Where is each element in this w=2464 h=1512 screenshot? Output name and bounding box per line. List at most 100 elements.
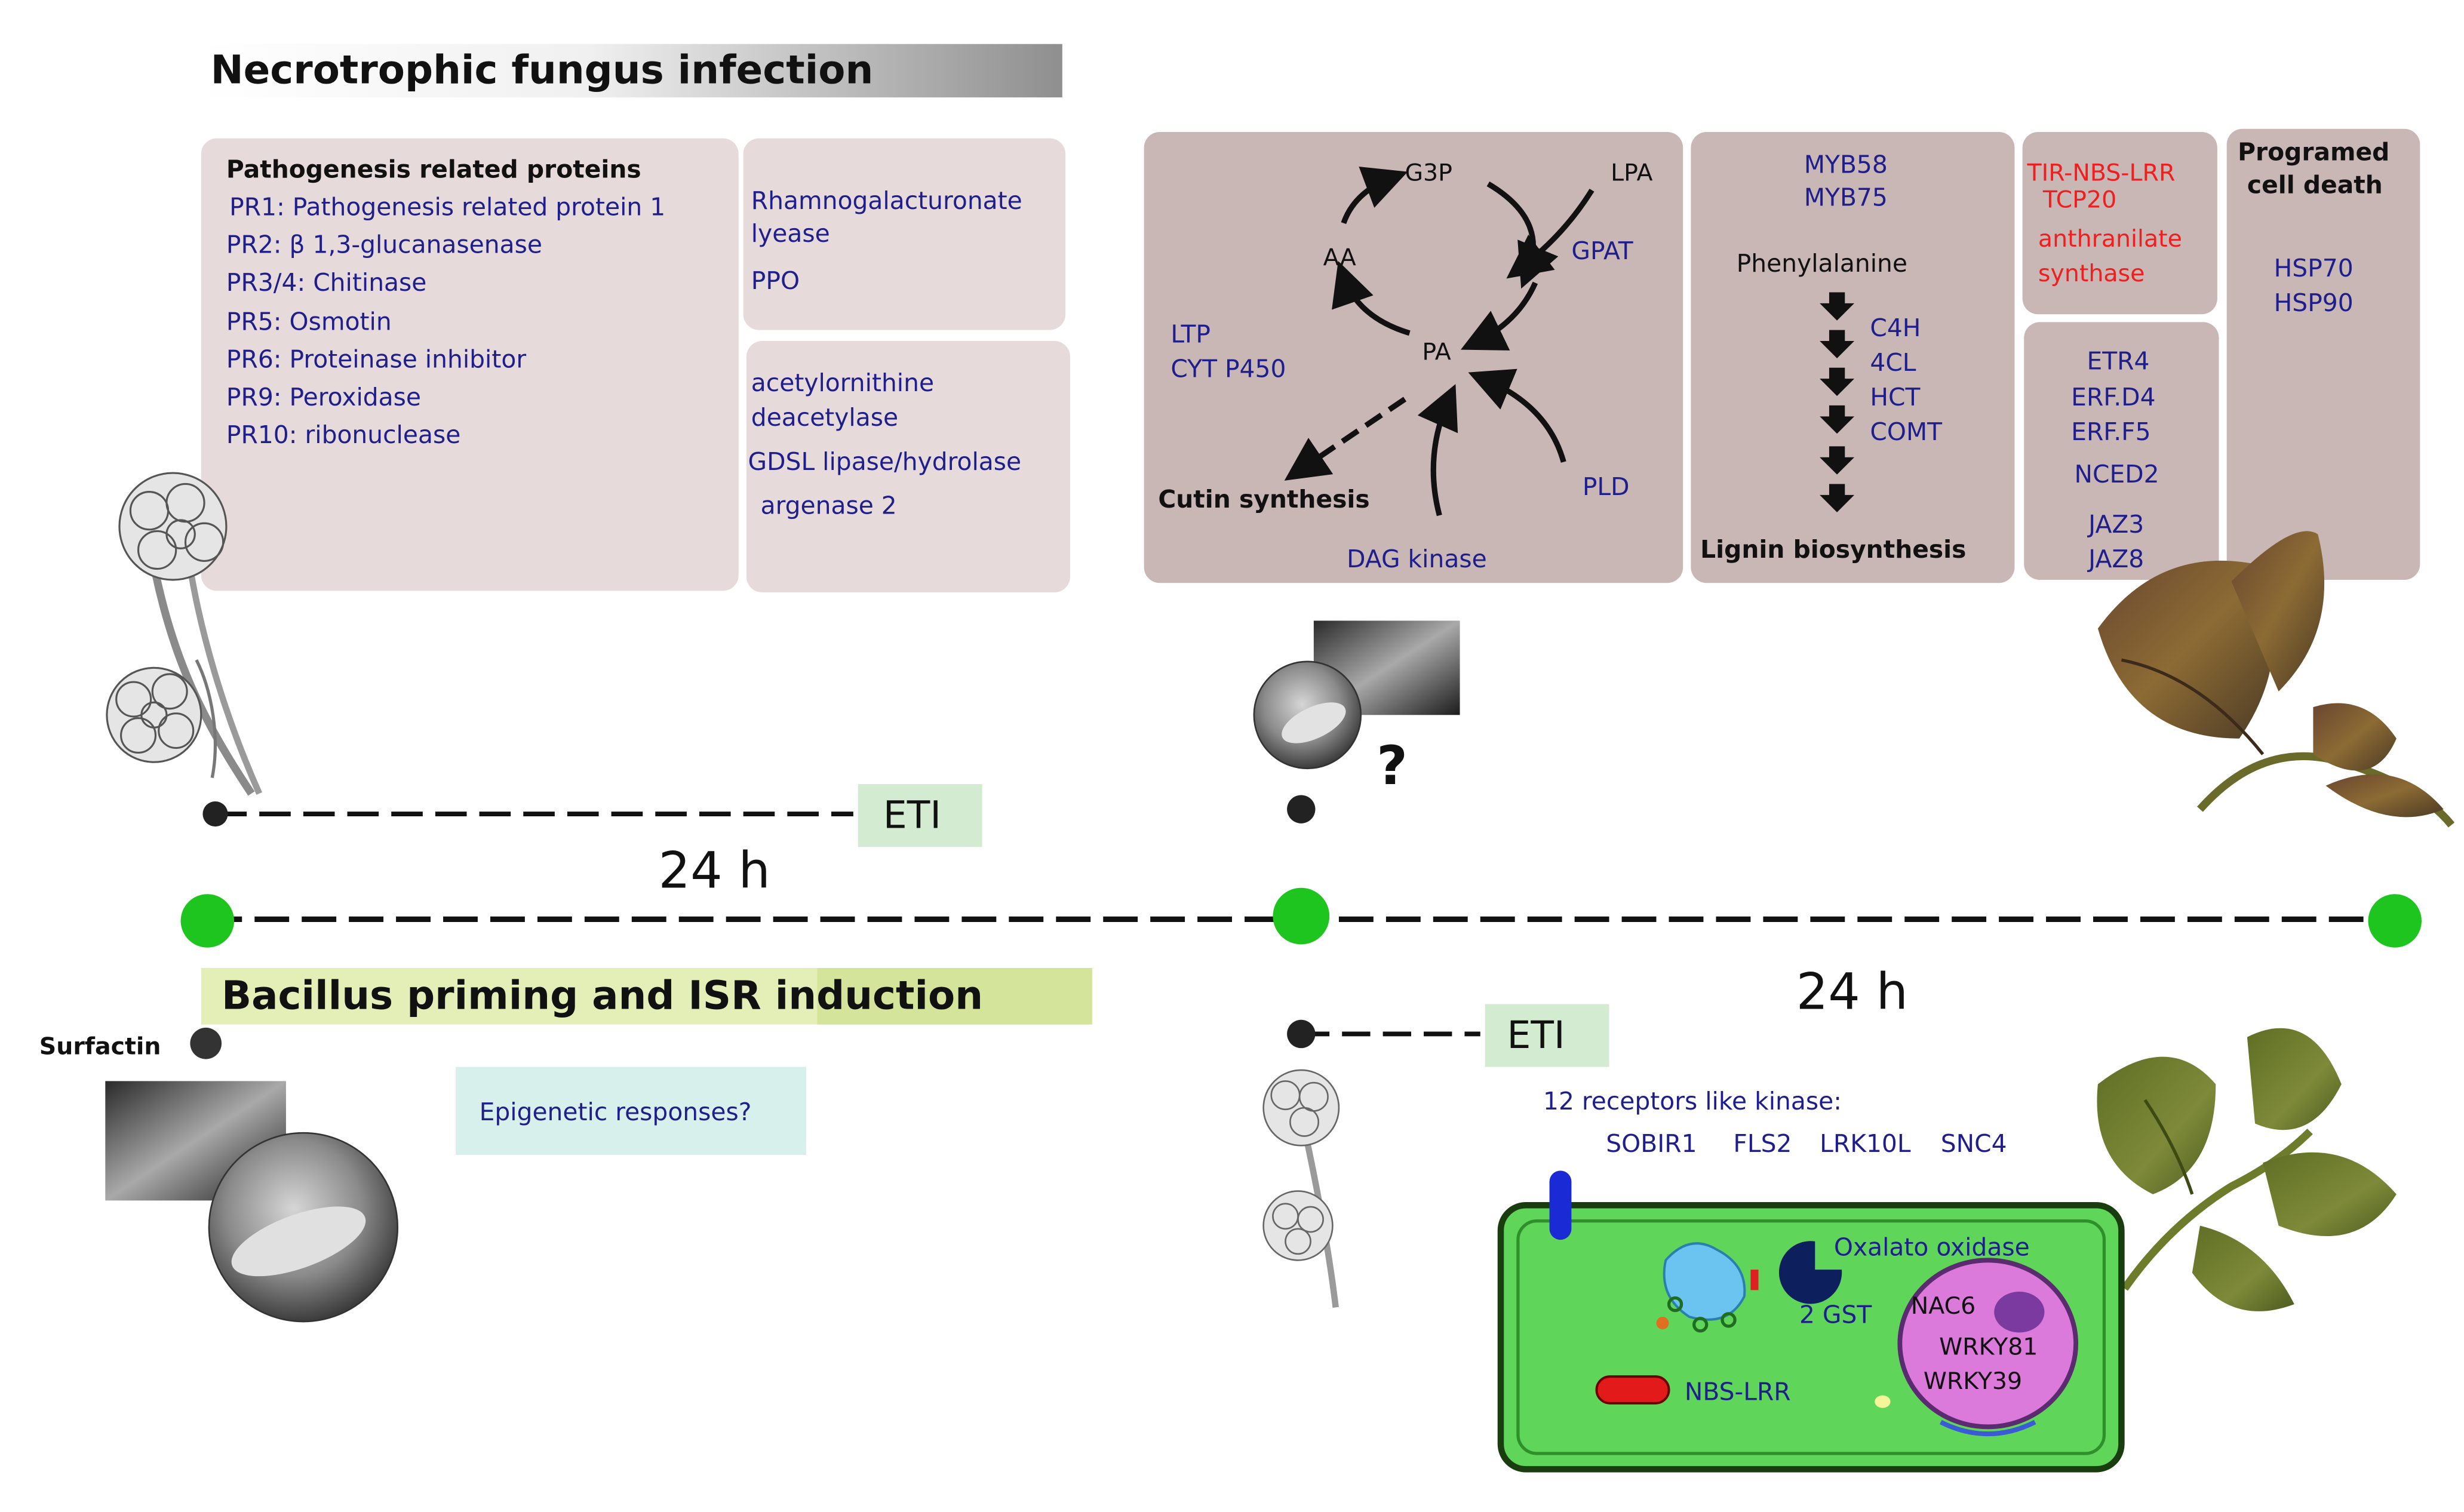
pr-item: PR3/4: Chitinase <box>226 268 427 297</box>
hormone-item: JAZ8 <box>2088 545 2145 574</box>
pr-item: PR5: Osmotin <box>226 308 392 337</box>
hormone-item: JAZ3 <box>2088 511 2145 539</box>
gst-label: 2 GST <box>1799 1301 1872 1330</box>
lignin-myb58: MYB58 <box>1804 150 1888 179</box>
wrky39-label: WRKY39 <box>1923 1367 2023 1396</box>
hours-left-label: 24 h <box>658 840 770 901</box>
synthase: synthase <box>2038 259 2145 288</box>
anthranilate: anthranilate <box>2038 225 2182 253</box>
organelle-dot <box>1667 1296 1683 1313</box>
enzyme-deacetylase: deacetylase <box>751 404 899 432</box>
arrow-pld-to-pa <box>1468 368 1566 463</box>
lignin-phenylalanine: Phenylalanine <box>1736 250 1908 278</box>
lipid-pld: PLD <box>1582 473 1630 502</box>
eti-top-box <box>858 784 982 847</box>
tcp20: TCP20 <box>2042 185 2117 214</box>
hormone-item: ERF.F5 <box>2071 417 2151 447</box>
oxalate-oxidase-icon <box>1778 1241 1842 1304</box>
lignin-panel <box>1691 132 2015 583</box>
nbs-lrr-label: NBS-LRR <box>1684 1378 1791 1407</box>
lipid-ltp: LTP <box>1170 320 1211 349</box>
nac6-label: NAC6 <box>1910 1292 1976 1320</box>
organelle-dot <box>1721 1312 1737 1328</box>
receptor-item: FLS2 <box>1733 1129 1792 1158</box>
lignin-arrows <box>1820 292 1855 512</box>
enzyme-rhamno: Rhamnogalacturonate <box>751 187 1022 216</box>
lignin-footer: Lignin biosynthesis <box>1700 536 1967 564</box>
cell-membrane <box>1516 1219 2106 1455</box>
pr-item: PR1: Pathogenesis related protein 1 <box>229 193 666 222</box>
hsp70: HSP70 <box>2273 254 2354 283</box>
epigenetic-box <box>456 1067 806 1155</box>
nbs-lrr-icon <box>1595 1375 1670 1405</box>
diseased-leaf-image <box>2097 531 2455 828</box>
lignin-step: HCT <box>1870 383 1921 412</box>
lipid-panel <box>1144 132 1683 583</box>
top-start-node <box>202 801 228 827</box>
lipid-pa: PA <box>1422 337 1451 367</box>
cell-death-title: Programed <box>2238 138 2390 167</box>
lipid-cutin: Cutin synthesis <box>1158 485 1370 514</box>
small-vesicle <box>1875 1395 1891 1408</box>
enzyme-panel-1 <box>743 138 1066 330</box>
receptor-kinase-icon <box>1549 1170 1572 1240</box>
receptor-item: SOBIR1 <box>1606 1129 1697 1158</box>
enzyme-acetylornithine: acetylornithine <box>751 369 935 398</box>
bottom-start-node <box>1287 1019 1316 1049</box>
timeline-node-middle <box>1273 887 1330 945</box>
bacillus-sem-image-middle <box>1253 620 1460 770</box>
arrow-pa-to-aa <box>1332 261 1411 336</box>
cell-death-title: cell death <box>2247 171 2383 200</box>
surfactin-node <box>190 1027 222 1059</box>
enzyme-ppo: PPO <box>751 267 800 296</box>
enzyme-gdsl: GDSL lipase/hydrolase <box>748 447 1022 477</box>
down-arrow-icon <box>1820 292 1855 321</box>
lignin-step: C4H <box>1870 314 1921 343</box>
organelle-dot <box>1656 1317 1669 1330</box>
pr-item: PR9: Peroxidase <box>226 383 422 412</box>
hormone-panel <box>2024 322 2219 580</box>
bacillus-sem-image-left <box>105 1081 399 1323</box>
fungus-conidiophore-icon-small <box>1262 1069 1340 1308</box>
pr-proteins-panel <box>201 138 739 591</box>
oxalato-label: Oxalato oxidase <box>1833 1233 2030 1262</box>
timeline-node-start <box>180 894 235 948</box>
healthy-leaf-image <box>2097 1028 2397 1311</box>
bottom-title-band-shade <box>817 967 1092 1025</box>
hours-right-label: 24 h <box>1796 961 1908 1022</box>
plant-cell-illustration <box>1497 1170 2125 1473</box>
top-title-band <box>201 44 1062 98</box>
arrow-aa-to-g3p <box>1341 167 1408 225</box>
surfactin-label: Surfactin <box>39 1032 161 1061</box>
timeline-node-end <box>2368 894 2422 948</box>
wrky81-label: WRKY81 <box>1939 1332 2038 1361</box>
tir-panel <box>2022 132 2217 315</box>
down-arrow-icon <box>1820 446 1855 475</box>
receptor-item: LRK10L <box>1820 1129 1911 1158</box>
epigenetic-label: Epigenetic responses? <box>479 1098 752 1127</box>
lipid-g3p: G3P <box>1405 158 1452 188</box>
hsp90: HSP90 <box>2273 289 2354 318</box>
lipid-cycle-arrows <box>1284 167 1594 517</box>
middle-small-node <box>1287 795 1316 823</box>
fungus-conidiophore-icon <box>106 472 262 796</box>
organelle-red <box>1750 1270 1759 1290</box>
eti-bottom-box <box>1485 1004 1609 1067</box>
er-icon <box>1940 1419 2036 1437</box>
lignin-step: COMT <box>1870 417 1943 447</box>
hormone-item: ETR4 <box>2087 347 2150 376</box>
top-title: Necrotrophic fungus infection <box>210 47 874 93</box>
nucleolus <box>1994 1292 2045 1333</box>
tir-nbs-lrr: TIR-NBS-LRR <box>2027 158 2176 188</box>
eti-bottom-label: ETI <box>1507 1013 1565 1058</box>
vacuole <box>1663 1242 1746 1321</box>
receptors-title: 12 receptors like kinase: <box>1543 1087 1842 1116</box>
enzyme-panel-2 <box>746 341 1070 593</box>
down-arrow-icon <box>1820 484 1855 512</box>
arrow-into-pa <box>1460 281 1538 351</box>
down-arrow-icon <box>1820 367 1855 397</box>
pr-item: PR6: Proteinase inhibitor <box>226 345 527 374</box>
lignin-step: 4CL <box>1870 349 1916 377</box>
